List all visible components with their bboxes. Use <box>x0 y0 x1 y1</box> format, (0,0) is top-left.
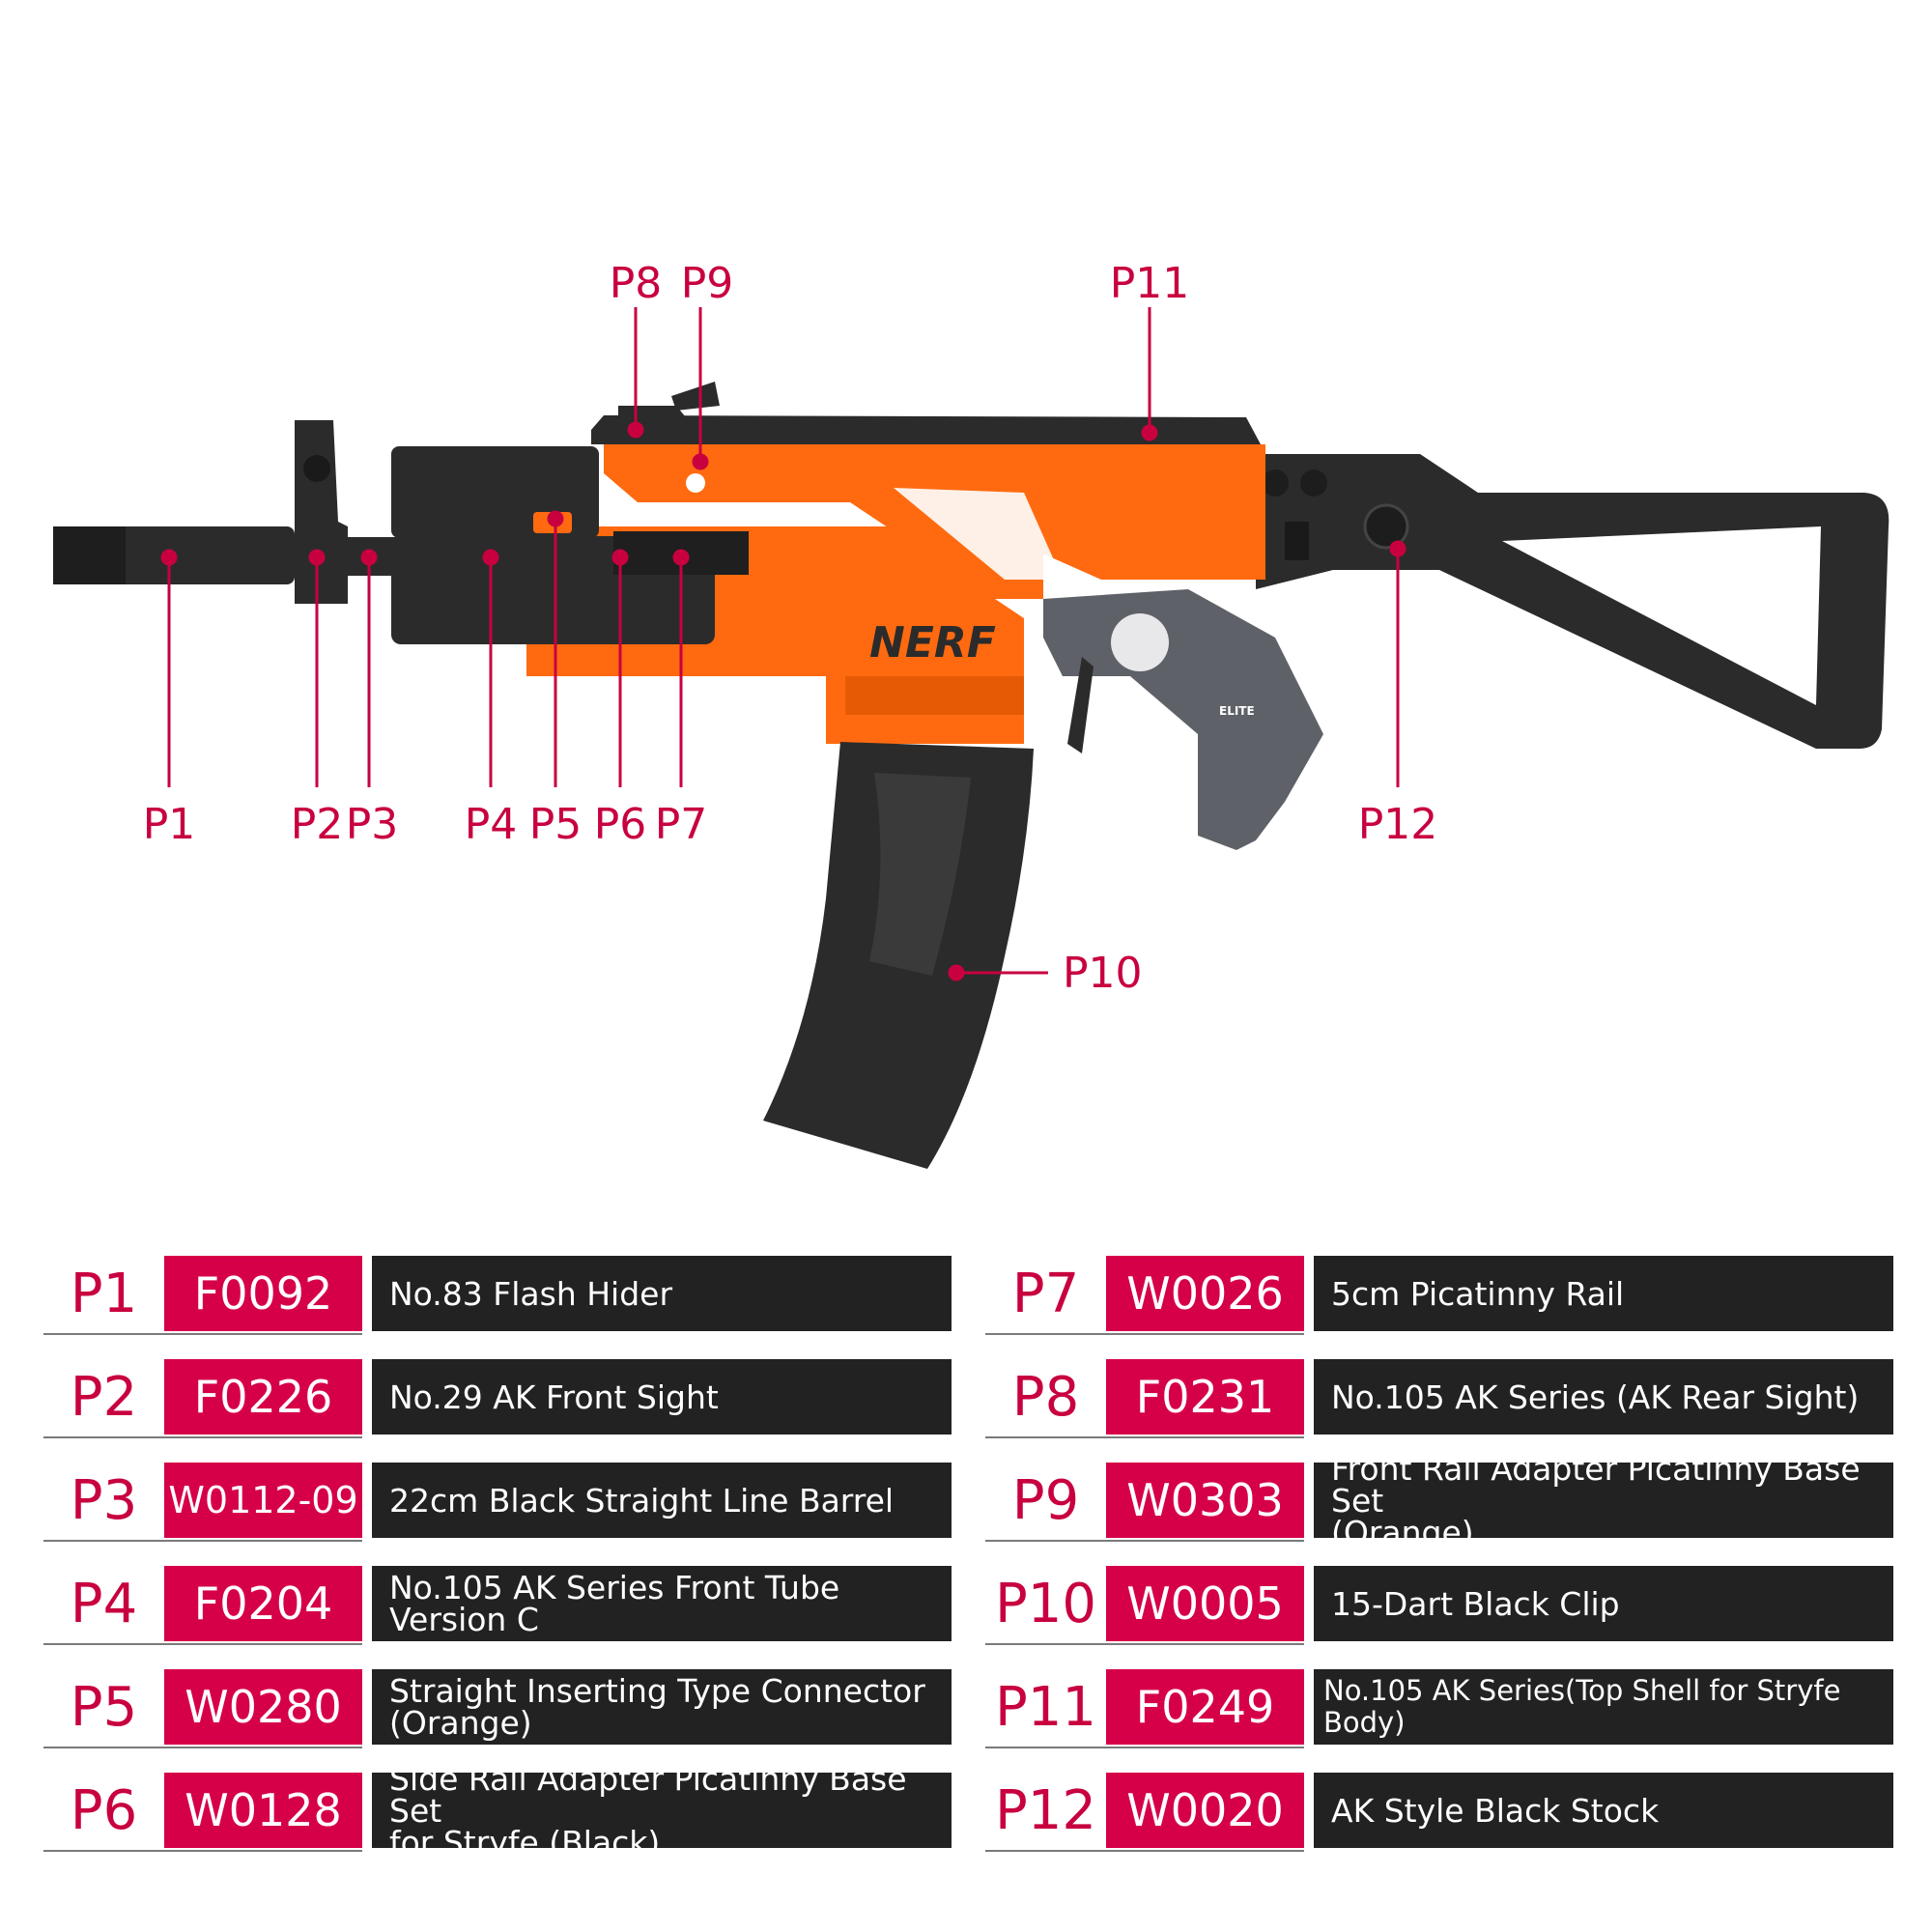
callout-dot-p9 <box>692 453 709 470</box>
handguard <box>391 446 749 644</box>
part-number-label: P9 <box>1011 1469 1080 1532</box>
callout-label-p9: P9 <box>681 259 734 308</box>
part-description: Front Rail Adapter Picatinny Base Set (O… <box>1314 1453 1893 1548</box>
part-number-label: P7 <box>1011 1263 1080 1325</box>
row-divider <box>985 1747 1304 1748</box>
nerf-logo: NERF <box>869 618 996 668</box>
part-description: Straight Inserting Type Connector (Orang… <box>372 1669 952 1745</box>
callout-dot-p4 <box>482 549 499 566</box>
grip-shape <box>1043 589 1323 850</box>
part-code-badge: W0020 <box>1106 1773 1304 1848</box>
row-divider <box>43 1436 362 1438</box>
row-divider <box>43 1747 362 1748</box>
part-number-label: P2 <box>70 1366 138 1429</box>
part-number-label: P12 <box>994 1779 1097 1842</box>
orange-body <box>526 444 1265 744</box>
callout-dot-p12 <box>1389 540 1406 557</box>
callout-dot-p1 <box>160 549 178 566</box>
part-description: No.105 AK Series (AK Rear Sight) <box>1314 1359 1893 1435</box>
callout-dot-p8 <box>627 421 644 439</box>
part-description: 15-Dart Black Clip <box>1314 1566 1893 1641</box>
part-description: No.105 AK Series(Top Shell for Stryfe Bo… <box>1314 1669 1893 1745</box>
part-number-label: P5 <box>70 1676 138 1739</box>
callout-label-p3: P3 <box>346 800 399 849</box>
barrel <box>53 420 396 604</box>
grip-badge: ELITE <box>1219 704 1255 718</box>
part-code-badge: W0128 <box>164 1773 362 1848</box>
part-number-label: P10 <box>994 1573 1097 1635</box>
callout-label-p4: P4 <box>465 800 518 849</box>
row-divider <box>43 1540 362 1542</box>
part-code-badge: W0303 <box>1106 1463 1304 1538</box>
callout-label-p6: P6 <box>594 800 647 849</box>
callout-leaders <box>160 307 1406 981</box>
part-code-badge: W0280 <box>164 1669 362 1745</box>
part-code-badge: F0231 <box>1106 1359 1304 1435</box>
part-code-badge: F0249 <box>1106 1669 1304 1745</box>
part-code-badge: F0204 <box>164 1566 362 1641</box>
callout-dot-p2 <box>308 549 326 566</box>
part-description: Side Rail Adapter Picatinny Base Set for… <box>372 1763 952 1859</box>
row-divider <box>43 1333 362 1335</box>
callout-dot-p5 <box>547 510 564 527</box>
row-divider <box>43 1850 362 1852</box>
callout-dot-p3 <box>360 549 378 566</box>
row-divider <box>43 1643 362 1645</box>
callout-label-p11: P11 <box>1110 259 1190 308</box>
stock-shape <box>1256 454 1889 749</box>
callout-label-p1: P1 <box>143 800 196 849</box>
part-description: No.29 AK Front Sight <box>372 1359 952 1435</box>
callout-dot-p6 <box>611 549 629 566</box>
part-number-label: P11 <box>994 1676 1097 1739</box>
row-divider <box>985 1643 1304 1645</box>
part-code-badge: F0226 <box>164 1359 362 1435</box>
row-divider <box>985 1333 1304 1335</box>
callout-dot-p11 <box>1141 424 1158 441</box>
callout-label-p5: P5 <box>529 800 582 849</box>
callout-dot-p10 <box>948 964 965 981</box>
part-description: No.105 AK Series Front Tube Version C <box>372 1566 952 1641</box>
callout-label-p7: P7 <box>655 800 708 849</box>
part-code-badge: W0026 <box>1106 1256 1304 1331</box>
callout-dot-p7 <box>672 549 690 566</box>
magazine-shape <box>763 742 1034 1169</box>
row-divider <box>985 1850 1304 1852</box>
callout-label-p8: P8 <box>610 259 663 308</box>
part-number-label: P3 <box>70 1469 138 1532</box>
part-code-badge: W0112-09 <box>164 1463 362 1538</box>
callout-label-p12: P12 <box>1358 800 1438 849</box>
part-code-badge: F0092 <box>164 1256 362 1331</box>
row-divider <box>985 1436 1304 1438</box>
callout-label-p10: P10 <box>1063 949 1143 998</box>
part-number-label: P4 <box>70 1573 138 1635</box>
part-description: 22cm Black Straight Line Barrel <box>372 1463 952 1538</box>
part-description: 5cm Picatinny Rail <box>1314 1256 1893 1331</box>
part-description: No.83 Flash Hider <box>372 1256 952 1331</box>
part-number-label: P1 <box>70 1263 138 1325</box>
part-description: AK Style Black Stock <box>1314 1773 1893 1848</box>
part-code-badge: W0005 <box>1106 1566 1304 1641</box>
callout-label-p2: P2 <box>291 800 344 849</box>
part-number-label: P6 <box>70 1779 138 1842</box>
row-divider <box>985 1540 1304 1542</box>
part-number-label: P8 <box>1011 1366 1080 1429</box>
